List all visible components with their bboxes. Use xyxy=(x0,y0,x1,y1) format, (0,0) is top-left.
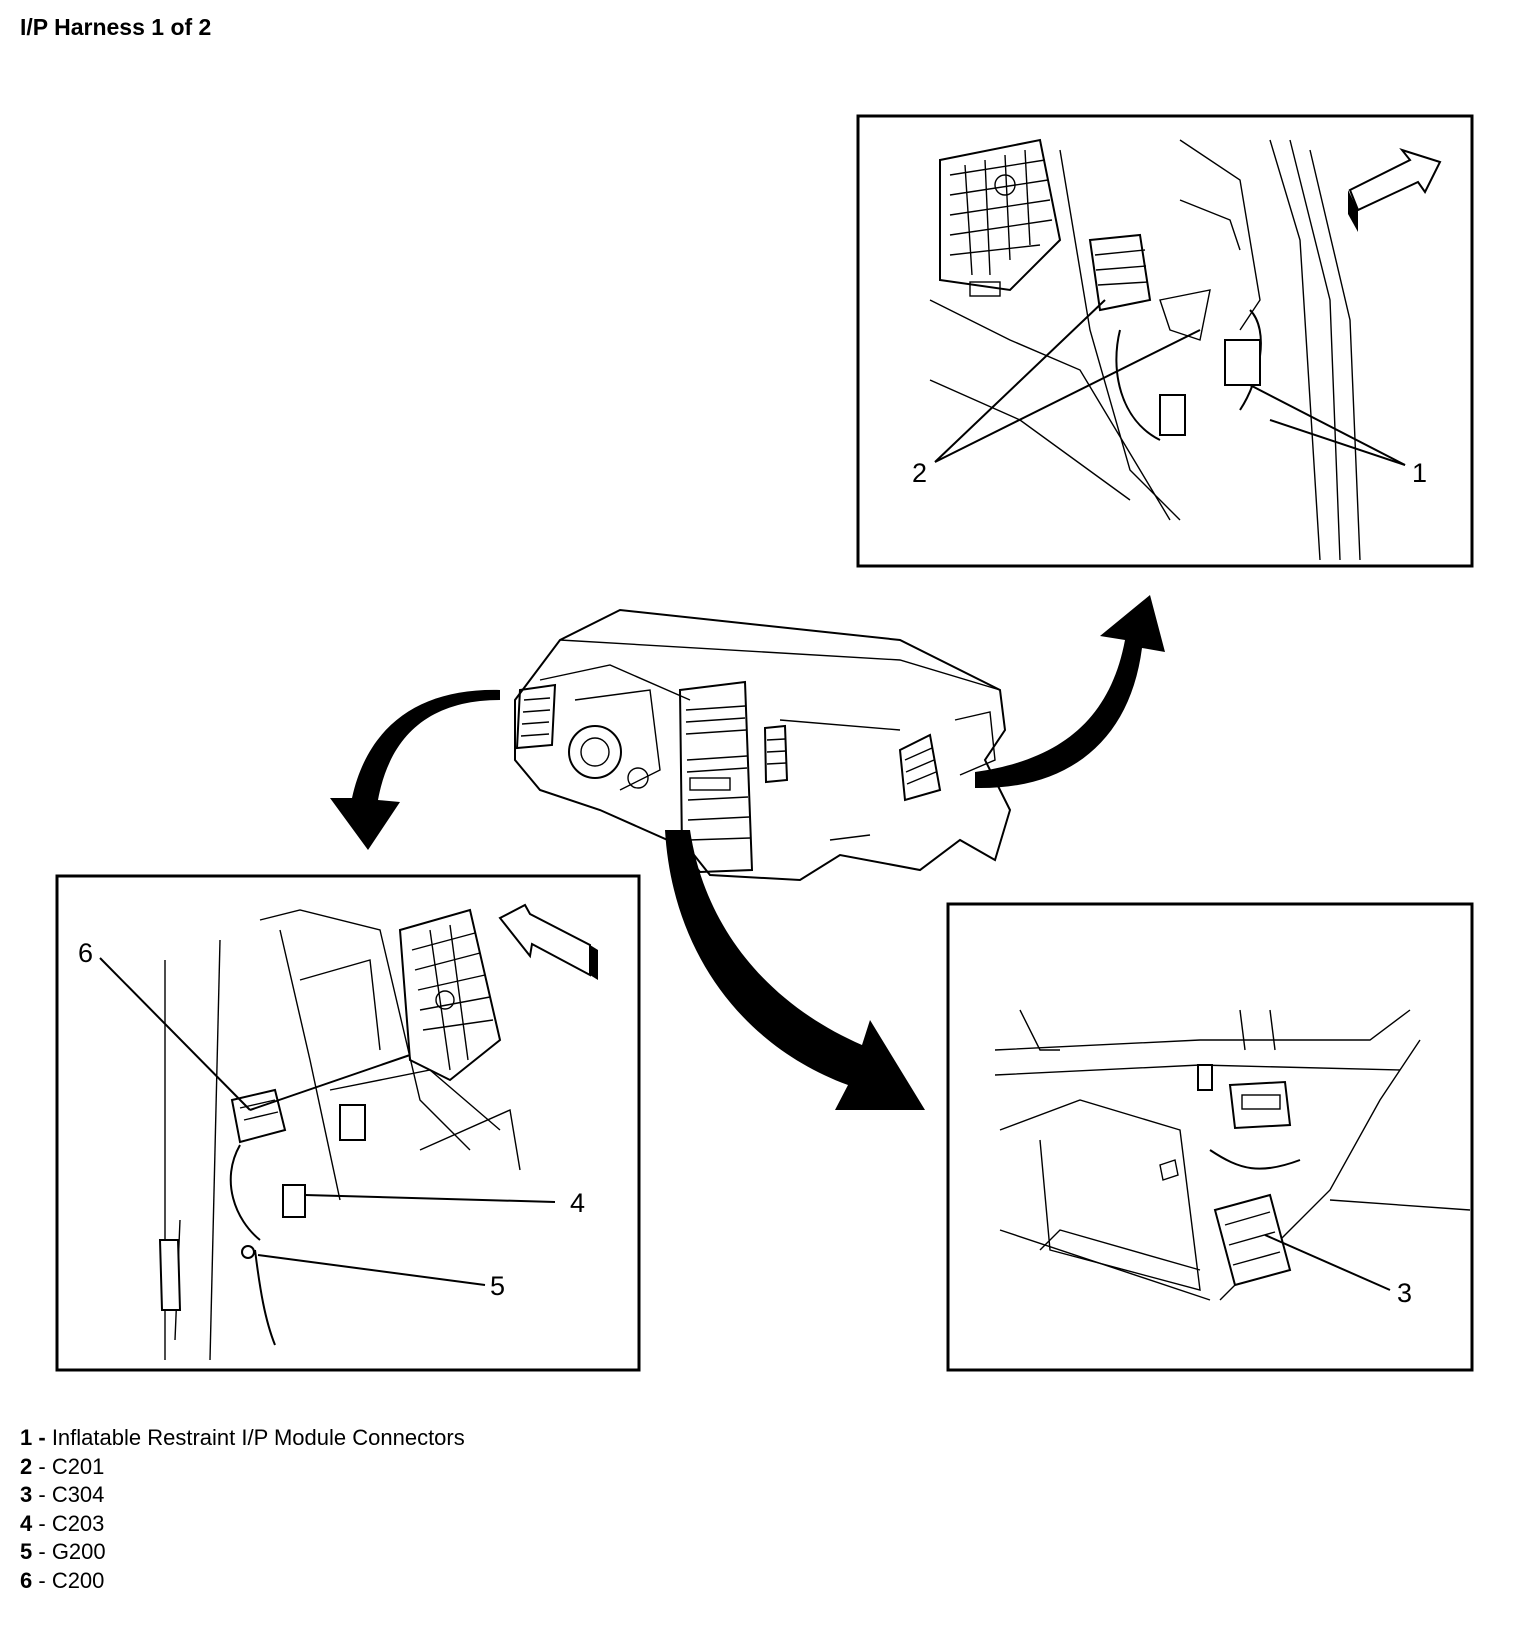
legend-number: 4 xyxy=(20,1510,33,1536)
legend-number: 6 xyxy=(20,1567,33,1593)
legend-text: G200 xyxy=(51,1539,106,1564)
callout-1: 1 xyxy=(1412,458,1427,488)
legend-text: Inflatable Restraint I/P Module Connecto… xyxy=(51,1425,465,1450)
legend-number: 1 xyxy=(20,1425,33,1450)
legend: 1 - Inflatable Restraint I/P Module Conn… xyxy=(20,1424,465,1595)
legend-item: 1 - Inflatable Restraint I/P Module Conn… xyxy=(20,1424,465,1453)
legend-item: 2 - C201 xyxy=(20,1453,465,1482)
legend-text: C304 xyxy=(51,1482,105,1507)
legend-separator: - xyxy=(32,1482,52,1507)
diagram-title: I/P Harness 1 of 2 xyxy=(20,14,212,40)
callout-4: 4 xyxy=(570,1188,585,1218)
legend-text: C200 xyxy=(51,1567,105,1593)
detail-panel-bottom-right: 3 xyxy=(946,902,1474,1372)
legend-separator: - xyxy=(32,1567,52,1593)
legend-text: C201 xyxy=(51,1453,105,1479)
legend-separator: - xyxy=(32,1539,52,1564)
legend-separator: - xyxy=(32,1425,52,1450)
callout-2: 2 xyxy=(912,458,927,488)
callout-6: 6 xyxy=(78,938,93,968)
callout-5: 5 xyxy=(490,1271,505,1301)
legend-item: 5 - G200 xyxy=(20,1538,465,1567)
detail-panel-bottom-left: 6 4 5 xyxy=(55,874,641,1372)
arrow-to-top-right xyxy=(975,595,1165,789)
instrument-panel-overview xyxy=(514,608,1012,882)
legend-separator: - xyxy=(32,1453,52,1479)
detail-panel-top-right: 2 1 xyxy=(856,114,1474,568)
legend-number: 3 xyxy=(20,1482,33,1507)
legend-text: C203 xyxy=(51,1510,105,1536)
legend-item: 6 - C200 xyxy=(20,1567,465,1596)
arrow-to-bottom-left xyxy=(330,689,500,850)
legend-item: 3 - C304 xyxy=(20,1481,465,1510)
arrow-to-bottom-right xyxy=(665,830,925,1110)
legend-item: 4 - C203 xyxy=(20,1510,465,1539)
legend-number: 2 xyxy=(20,1453,33,1479)
legend-separator: - xyxy=(32,1510,52,1536)
callout-3: 3 xyxy=(1397,1278,1412,1308)
legend-number: 5 xyxy=(20,1539,33,1564)
